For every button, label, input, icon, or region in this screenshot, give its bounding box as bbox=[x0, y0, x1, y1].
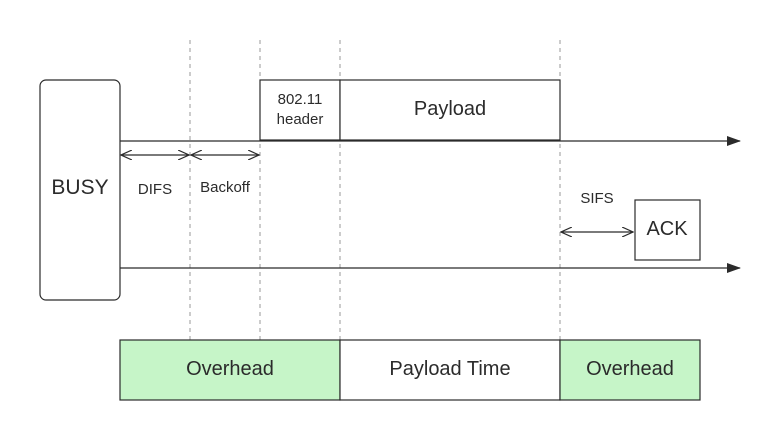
busy-label: BUSY bbox=[51, 176, 108, 199]
payload-time-label: Payload Time bbox=[389, 358, 510, 380]
payload-label: Payload bbox=[414, 98, 486, 120]
sifs-label: SIFS bbox=[580, 190, 613, 207]
difs-label: DIFS bbox=[138, 181, 172, 198]
payload-box bbox=[339, 79, 561, 141]
ack-box bbox=[634, 199, 701, 261]
header-label-line1: 802.11 bbox=[278, 91, 323, 108]
header-box bbox=[259, 79, 341, 141]
payload-time-segment bbox=[339, 339, 561, 401]
header-label-line2: header bbox=[277, 111, 324, 128]
overhead-right-label: Overhead bbox=[586, 358, 674, 380]
ack-label: ACK bbox=[646, 218, 688, 240]
backoff-label: Backoff bbox=[200, 179, 251, 196]
busy-box bbox=[39, 79, 121, 301]
overhead-left-label: Overhead bbox=[186, 358, 274, 380]
overhead-right-segment bbox=[559, 339, 701, 401]
